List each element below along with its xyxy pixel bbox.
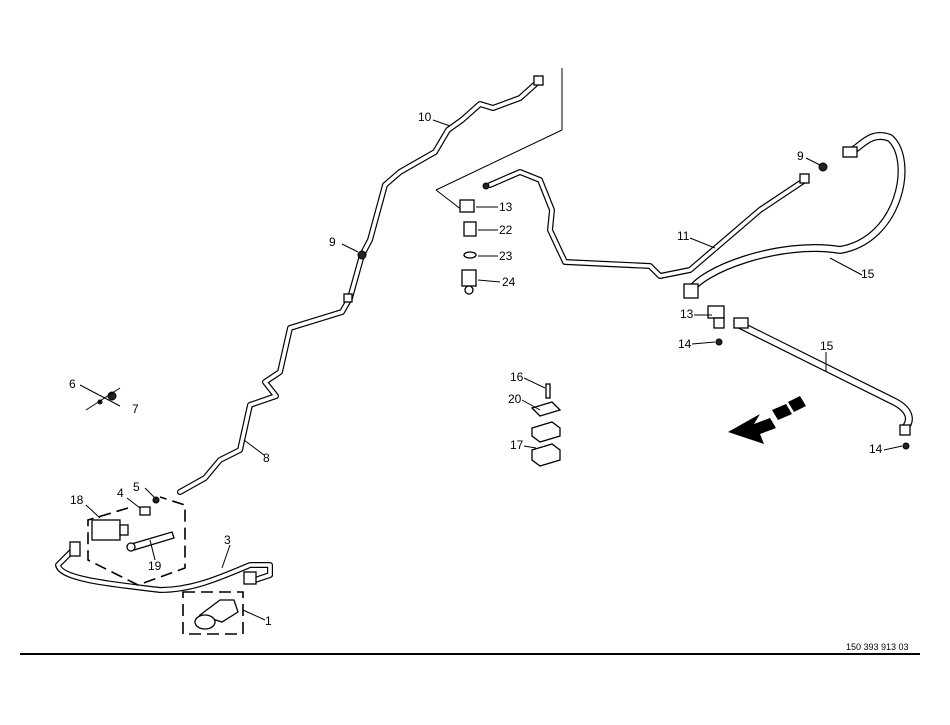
callout-9: 9 bbox=[329, 235, 336, 249]
callout-13b: 13 bbox=[680, 307, 694, 321]
callout-17: 17 bbox=[510, 438, 524, 452]
callout-15b: 15 bbox=[820, 339, 834, 353]
callout-20: 20 bbox=[508, 392, 522, 406]
callout-8: 8 bbox=[263, 451, 270, 465]
pipe-11 bbox=[487, 169, 808, 279]
callout-9b: 9 bbox=[797, 149, 804, 163]
pipe-8-10 bbox=[177, 77, 543, 495]
callout-3: 3 bbox=[224, 533, 231, 547]
callout-24: 24 bbox=[502, 275, 516, 289]
callout-19: 19 bbox=[148, 559, 162, 573]
direction-arrow-icon bbox=[728, 396, 806, 444]
leader bbox=[435, 189, 463, 211]
leader bbox=[435, 129, 563, 191]
callout-14b: 14 bbox=[869, 442, 883, 456]
callout-14: 14 bbox=[678, 337, 692, 351]
dashed-group-18 bbox=[87, 496, 186, 586]
pipe-3 bbox=[55, 545, 273, 593]
dashed-group-1 bbox=[182, 591, 244, 635]
callout-4: 4 bbox=[117, 486, 124, 500]
hose-15-upper bbox=[686, 132, 906, 296]
footer-rule bbox=[20, 653, 920, 655]
callout-10: 10 bbox=[418, 110, 432, 124]
fittings bbox=[69, 75, 911, 630]
callout-23: 23 bbox=[499, 249, 513, 263]
callout-11: 11 bbox=[677, 229, 690, 243]
callout-6: 6 bbox=[69, 377, 76, 391]
callout-13: 13 bbox=[499, 200, 513, 214]
leader-lines bbox=[79, 119, 903, 621]
callout-22: 22 bbox=[499, 223, 513, 237]
callout-15: 15 bbox=[861, 267, 875, 281]
callout-18: 18 bbox=[70, 493, 84, 507]
callout-16: 16 bbox=[510, 370, 524, 384]
callout-7: 7 bbox=[132, 402, 139, 416]
callout-5: 5 bbox=[133, 480, 140, 494]
callout-1: 1 bbox=[265, 614, 272, 628]
document-number: 150 393 913 03 bbox=[846, 642, 909, 652]
